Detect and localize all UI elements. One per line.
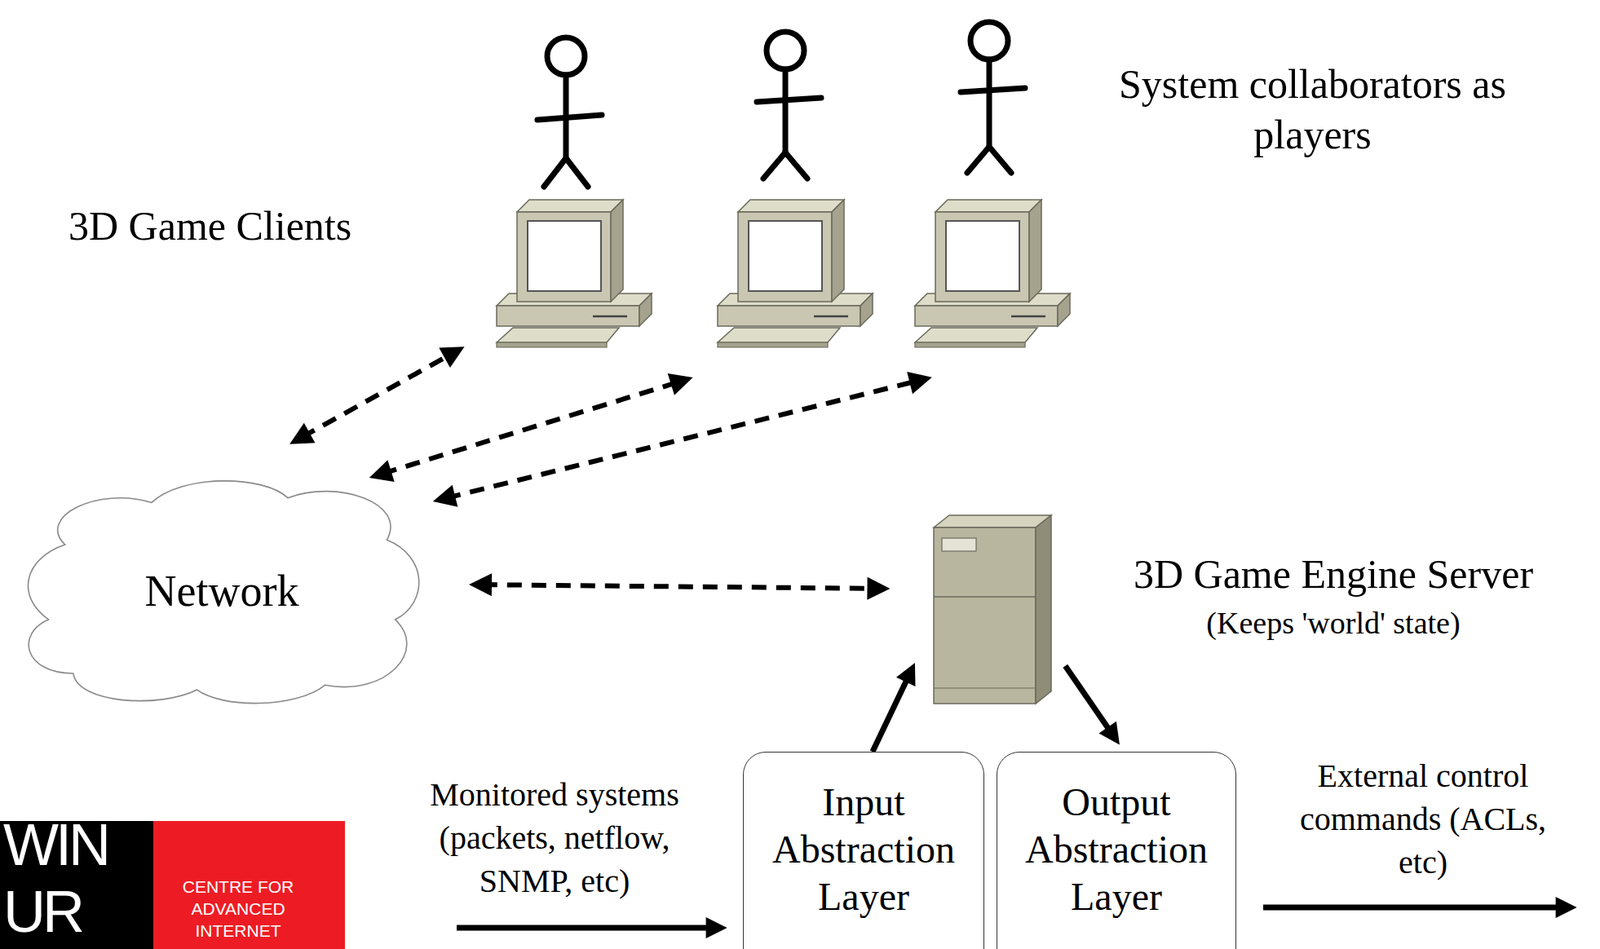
caption-label: External control commands (ACLs, etc) [1276, 754, 1570, 884]
server-note: (Keeps 'world' state) [1072, 605, 1595, 643]
drawing-part [782, 69, 789, 153]
logo-text: WIN [3, 813, 151, 876]
network-link [482, 584, 877, 589]
stick-figure [960, 22, 1026, 173]
drawing-part [537, 114, 602, 120]
box-label: Input Abstraction Layer [751, 778, 976, 921]
computer-drawing [914, 199, 1070, 348]
server-drawing [933, 515, 1052, 704]
drawing-part [565, 158, 588, 187]
drawing-part [547, 37, 585, 76]
computer-icon [496, 195, 652, 348]
game-server: 3D Game Engine Server(Keeps 'world' stat… [933, 515, 1052, 704]
drawing-part [970, 22, 1008, 60]
drawing-part [756, 97, 822, 102]
server-icon [933, 515, 1052, 704]
drawing-part [543, 158, 566, 187]
computer-icon [914, 195, 1070, 348]
data-flow-arrow [872, 674, 910, 752]
drawing-part [766, 31, 805, 70]
logo-text: UR [3, 880, 151, 943]
cloud-label: Network [145, 565, 300, 619]
network-link [301, 353, 453, 438]
client-computer [496, 195, 652, 348]
cloud-outline [15, 474, 429, 709]
network-link [382, 381, 681, 474]
drawing-part [763, 152, 786, 179]
output-arrow [1263, 905, 1565, 911]
computer-drawing [717, 199, 873, 348]
drawing-part [986, 59, 993, 147]
drawing-part [989, 146, 1012, 173]
logo-text: CENTRE FOR ADVANCED INTERNET [176, 875, 300, 942]
drawing-part [967, 146, 990, 173]
server-title: 3D Game Engine Server [1072, 549, 1595, 599]
cloud-path [28, 481, 420, 704]
logo-red [153, 821, 345, 949]
drawing-part [785, 152, 808, 179]
computer-drawing [496, 199, 652, 348]
network-cloud: Network [15, 474, 429, 709]
abstraction-box: Input Abstraction Layer [742, 751, 985, 949]
data-flow-arrow [1065, 666, 1113, 735]
stick-figure [537, 37, 602, 187]
stick-figure [756, 31, 822, 179]
box-label: Output Abstraction Layer [1005, 778, 1228, 921]
client-computer [717, 195, 873, 348]
network-link [446, 380, 919, 499]
caption-label: Monitored systems (packets, netflow, SNM… [411, 773, 698, 903]
abstraction-box: Output Abstraction Layer [996, 751, 1237, 949]
drawing-part [960, 88, 1026, 93]
caption-label: 3D Game Clients [68, 200, 444, 252]
logo-black [0, 821, 154, 949]
client-computer [914, 195, 1070, 348]
input-arrow [456, 925, 715, 932]
caption-label: System collaborators as players [1090, 58, 1535, 160]
computer-icon [717, 195, 873, 348]
